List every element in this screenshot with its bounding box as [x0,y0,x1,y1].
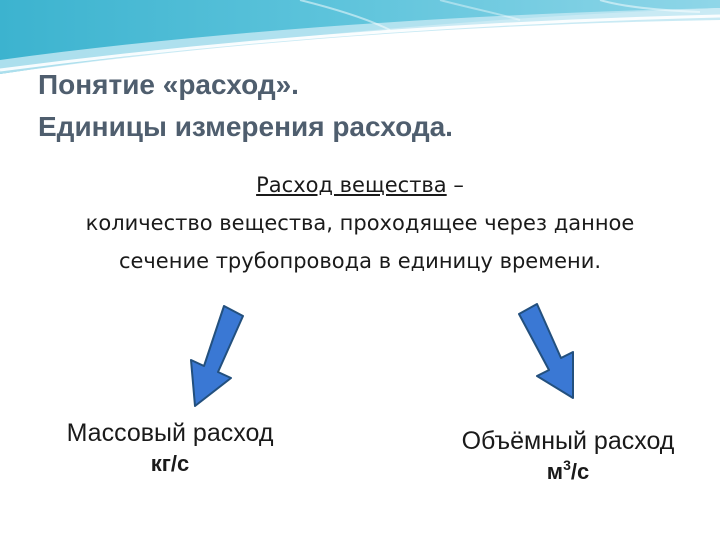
definition-line-1: Расход вещества – [20,166,700,204]
arrow-down-left-icon [190,305,244,407]
volume-flow-unit: м3/с [432,456,704,488]
definition-dash: – [446,173,464,197]
header-wave-decoration [0,0,720,74]
volume-flow-unit-exponent: 3 [563,457,571,473]
mass-flow-box: Массовый расход кг/с [40,418,300,480]
definition-text: Расход вещества – количество вещества, п… [20,166,700,280]
volume-flow-box: Объёмный расход м3/с [432,426,704,488]
definition-term: Расход вещества [256,173,447,197]
definition-line-2: количество вещества, проходящее через да… [85,211,635,235]
arrow-down-right-icon [518,303,574,399]
volume-flow-unit-tail: /с [570,459,590,484]
volume-flow-unit-base: м [546,459,564,484]
volume-flow-label: Объёмный расход [461,427,675,455]
slide-title-line-2: Единицы измерения расхода. [38,111,453,142]
slide-title-line-1: Понятие «расход». [38,69,299,100]
slide-title: Понятие «расход». Единицы измерения расх… [38,64,698,148]
mass-flow-label: Массовый расход [66,419,274,447]
definition-line-3: сечение трубопровода в единицу времени. [118,249,602,273]
mass-flow-unit: кг/с [150,451,190,476]
